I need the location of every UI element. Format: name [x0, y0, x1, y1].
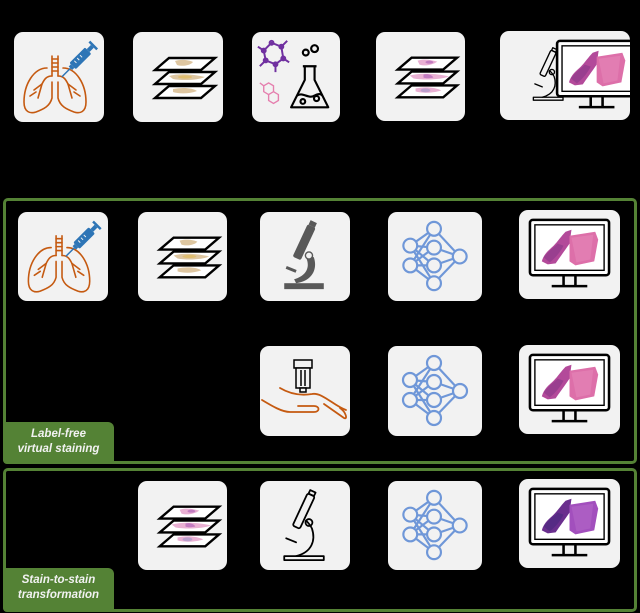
syringe-icon [14, 32, 104, 122]
stain-to-stain-label-line2: transformation [17, 589, 100, 601]
monitor-icon [519, 210, 620, 299]
label-free-frame [3, 198, 637, 464]
monitor-icon [519, 345, 620, 434]
lf-step-lung-injection [18, 212, 108, 301]
stained-slides-icon [376, 32, 465, 121]
stain-to-stain-label-line1: Stain-to-stain [21, 574, 96, 586]
probe-hand-icon [260, 346, 350, 436]
microscope-monitor-icon [500, 31, 630, 120]
lf-step-neural-network [388, 212, 482, 301]
lf-step-unstained-slides [138, 212, 227, 301]
lf-step-microscope [260, 212, 350, 301]
stain-to-stain-badge: Stain-to-stain transformation [3, 568, 114, 612]
sts-step-neural-network [388, 481, 482, 570]
syringe-icon [18, 212, 108, 301]
sts-step-microscope [260, 481, 350, 570]
step-chemical-staining [252, 32, 340, 122]
lf-step-output-monitor [519, 210, 620, 299]
label-free-badge: Label-free virtual staining [3, 422, 114, 464]
step-microscope-monitor [500, 31, 630, 120]
label-free-label-line2: virtual staining [17, 443, 100, 455]
stain-to-stain-frame [3, 468, 637, 612]
sts-step-output-monitor [519, 479, 620, 568]
tissue-slides-icon [138, 212, 227, 301]
label-free-label-line1: Label-free [31, 428, 86, 440]
tissue-slides-icon [133, 32, 223, 122]
microscope-icon [260, 481, 350, 570]
step-unstained-slides [133, 32, 223, 122]
microscope-icon [260, 212, 350, 301]
lf-step-probe-hand [260, 346, 350, 436]
sts-step-stained-slides [138, 481, 227, 570]
lf-step-output-monitor-2 [519, 345, 620, 434]
monitor-icon [519, 479, 620, 568]
lf-step-neural-network-2 [388, 346, 482, 436]
chemistry-flask-icon [252, 32, 340, 122]
neural-network-icon [388, 212, 482, 301]
neural-network-icon [388, 346, 482, 436]
stained-slides-icon [138, 481, 227, 570]
neural-network-icon [388, 481, 482, 570]
step-lung-injection [14, 32, 104, 122]
step-stained-slides [376, 32, 465, 121]
